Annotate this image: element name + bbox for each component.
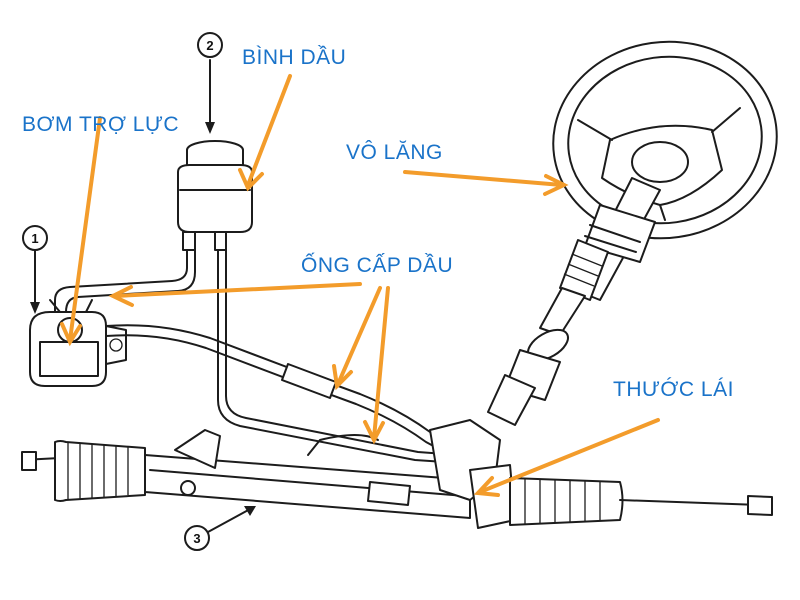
- hoses: [54, 249, 459, 463]
- callout-3-number: 3: [193, 531, 200, 546]
- label-hoses: ỐNG CẤP DẦU: [301, 254, 454, 277]
- arrow-hose-3: [363, 286, 390, 445]
- callout-1: 1: [22, 225, 48, 314]
- arrow-rack: [473, 418, 660, 497]
- callout-1-number: 1: [31, 231, 38, 246]
- label-reservoir: BÌNH DẦU: [242, 46, 347, 69]
- steering-rack: [21, 419, 773, 529]
- callout-2-number: 2: [206, 38, 213, 53]
- arrow-pump: [60, 116, 102, 347]
- label-pump: BƠM TRỢ LỰC: [22, 113, 180, 136]
- callout-2: 2: [197, 32, 223, 134]
- steering-column: [487, 177, 661, 426]
- arrow-steering-wheel: [403, 170, 569, 196]
- arrow-hose-2: [332, 286, 382, 391]
- arrow-reservoir: [238, 74, 292, 192]
- reservoir: [177, 140, 253, 251]
- label-rack: THƯỚC LÁI: [613, 378, 734, 401]
- pointer-arrows: [60, 74, 660, 497]
- callout-3: 3: [184, 506, 256, 551]
- steering-wheel: [552, 40, 778, 240]
- arrow-hose-1: [108, 282, 362, 307]
- label-steering-wheel: VÔ LĂNG: [346, 141, 443, 164]
- power-steering-pump: [29, 299, 127, 387]
